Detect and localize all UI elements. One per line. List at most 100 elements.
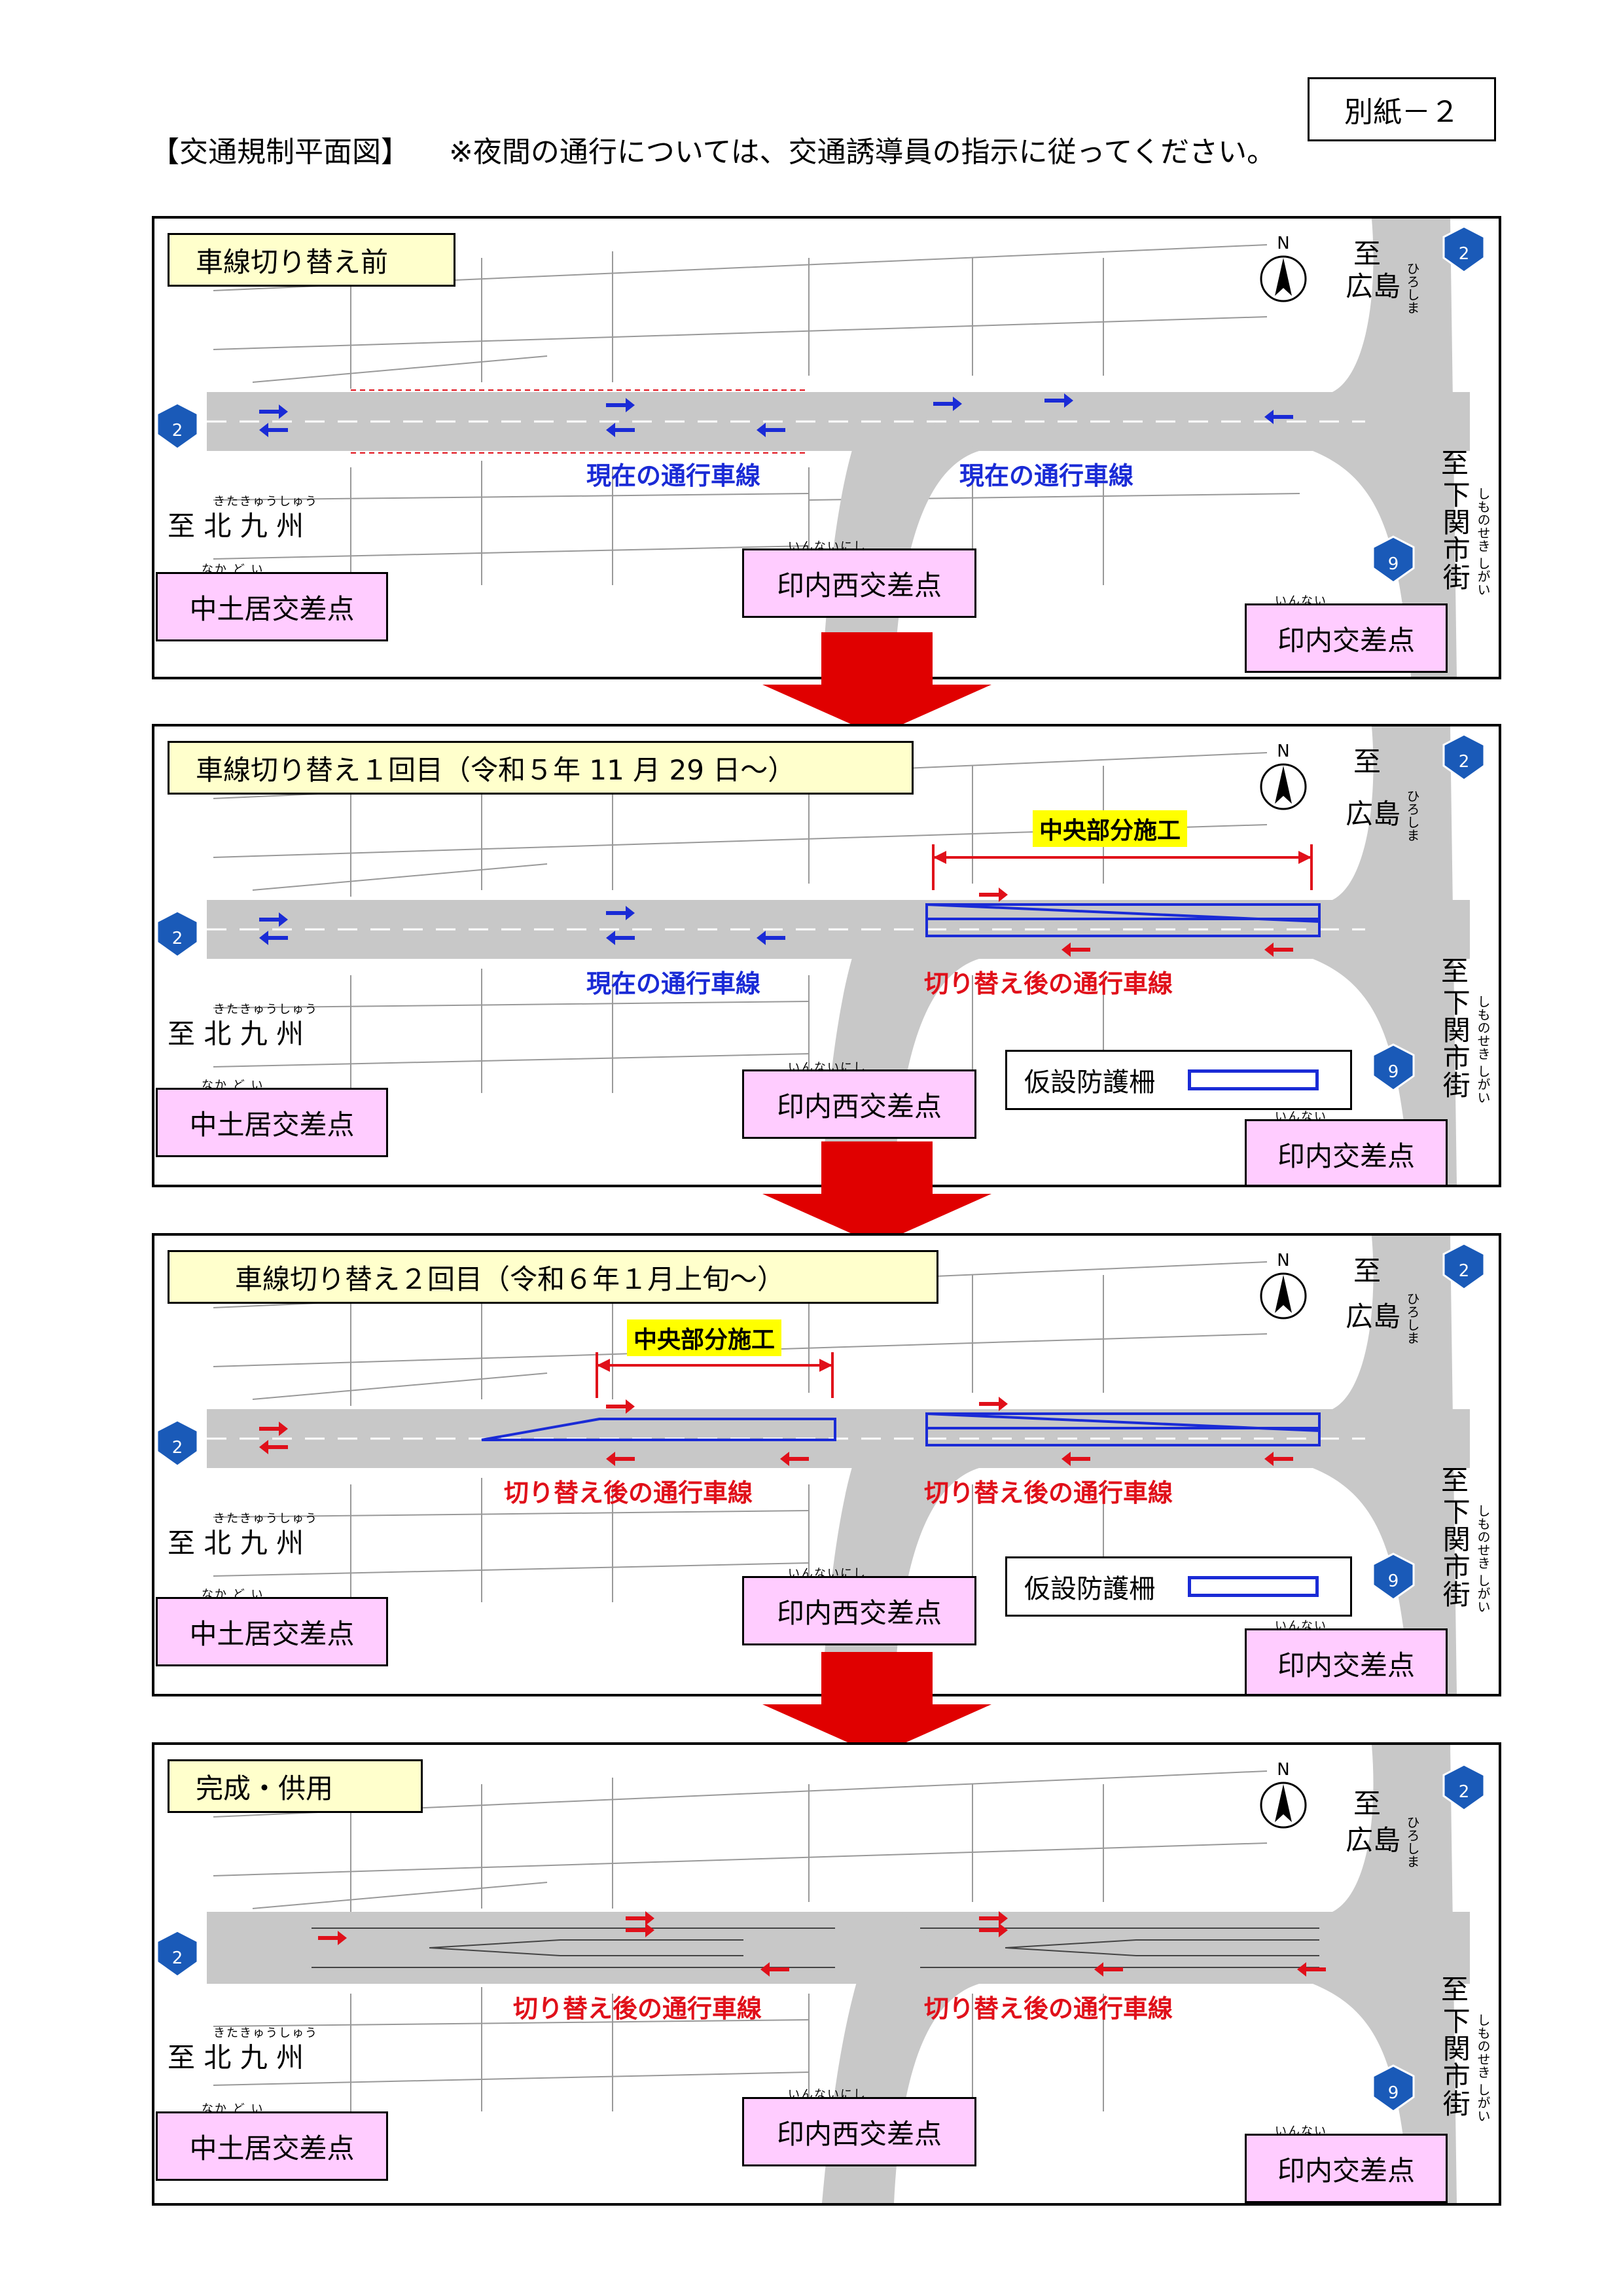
dest-shimonoseki: 下関市街 bbox=[1438, 480, 1471, 590]
route-2-shield-icon: 2 bbox=[156, 1419, 199, 1467]
crossing-innainishi: 印内西交差点 bbox=[742, 1069, 976, 1139]
kitakyushu-ruby: きたきゅうしゅう bbox=[213, 2026, 318, 2040]
lane-label-after: 切り替え後の通行車線 bbox=[924, 969, 1173, 998]
svg-text:2: 2 bbox=[1459, 1782, 1470, 1802]
svg-text:2: 2 bbox=[172, 421, 183, 440]
dest-shimonoseki: 下関市街 bbox=[1438, 988, 1471, 1098]
dest-to-hiroshima: 至 bbox=[1353, 1255, 1382, 1287]
panel-before-switch: 車線切り替え前 現在の通行車線 現在の通行車線 きたきゅうしゅう 至 北 九 州… bbox=[152, 216, 1501, 679]
dest-kitakyushu: 至 北 九 州 bbox=[168, 2036, 304, 2075]
shimonoseki-ruby: しものせき しがい bbox=[1475, 487, 1491, 596]
kitakyushu-ruby: きたきゅうしゅう bbox=[213, 1003, 318, 1016]
shimonoseki-ruby: しものせき しがい bbox=[1475, 995, 1491, 1104]
route-9-shield-icon: 9 bbox=[1372, 2064, 1415, 2113]
lane-label-after-right: 切り替え後の通行車線 bbox=[924, 1479, 1173, 1507]
dest-kitakyushu-label: 北 九 州 bbox=[204, 1527, 304, 1559]
route-2-shield-icon: 2 bbox=[1442, 1763, 1486, 1812]
road-map bbox=[207, 219, 1470, 677]
road-map bbox=[207, 1745, 1470, 2203]
svg-text:9: 9 bbox=[1388, 1062, 1399, 1082]
crossing-nakadoi: 中土居交差点 bbox=[156, 572, 388, 641]
crossing-nakadoi: 中土居交差点 bbox=[156, 2111, 388, 2181]
transition-arrow-icon bbox=[762, 632, 991, 736]
dest-to-shimonoseki: 至 bbox=[1441, 1973, 1469, 2005]
dest-kitakyushu: 至 北 九 州 bbox=[168, 1521, 304, 1561]
stage-label-switch-1: 車線切り替え１回目（令和５年 11 月 29 日～） bbox=[168, 741, 914, 795]
dest-kitakyushu: 至 北 九 州 bbox=[168, 1012, 304, 1052]
hiroshima-ruby: ひろしま bbox=[1404, 1292, 1420, 1344]
dest-to-shimonoseki: 至 bbox=[1441, 955, 1469, 987]
dest-shimonoseki: 下関市街 bbox=[1438, 1498, 1471, 1607]
dest-to-shimonoseki: 至 bbox=[1441, 447, 1469, 479]
dest-to-hiroshima: 至 bbox=[1353, 238, 1382, 270]
center-work-label: 中央部分施工 bbox=[627, 1319, 782, 1356]
svg-text:9: 9 bbox=[1388, 1571, 1399, 1591]
transition-arrow-icon bbox=[762, 1652, 991, 1755]
svg-text:9: 9 bbox=[1388, 554, 1399, 574]
crossing-nakadoi: 中土居交差点 bbox=[156, 1088, 388, 1157]
route-2-shield-icon: 2 bbox=[156, 1929, 199, 1978]
crossing-innainishi: 印内西交差点 bbox=[742, 2097, 976, 2166]
appendix-label: 別紙－２ bbox=[1308, 77, 1496, 141]
dest-to: 至 bbox=[168, 1018, 196, 1050]
dest-kitakyushu-label: 北 九 州 bbox=[204, 510, 304, 542]
transition-arrow-icon bbox=[762, 1141, 991, 1245]
route-2-shield-icon: 2 bbox=[1442, 733, 1486, 781]
crossing-innai: 印内交差点 bbox=[1245, 1119, 1448, 1185]
north-arrow-icon: N bbox=[1260, 234, 1307, 302]
fence-swatch bbox=[1188, 1576, 1319, 1597]
panel-switch-2: 車線切り替え２回目（令和６年１月上旬～） 中央部分施工 切り替え後の通行車線 切… bbox=[152, 1233, 1501, 1696]
stage-label-completion: 完成・供用 bbox=[168, 1759, 423, 1813]
page-title: 【交通規制平面図】※夜間の通行については、交通誘導員の指示に従ってください。 bbox=[151, 128, 1275, 170]
dest-kitakyushu-label: 北 九 州 bbox=[204, 2041, 304, 2073]
crossing-innai: 印内交差点 bbox=[1245, 1628, 1448, 1694]
north-arrow-icon: N bbox=[1260, 742, 1307, 810]
dest-hiroshima: 広島 bbox=[1346, 798, 1401, 830]
night-note: ※夜間の通行については、交通誘導員の指示に従ってください。 bbox=[449, 135, 1276, 169]
route-2-shield-icon: 2 bbox=[156, 402, 199, 450]
north-arrow-icon: N bbox=[1260, 1251, 1307, 1319]
stage-label-before: 車線切り替え前 bbox=[168, 233, 455, 287]
panel-switch-1: 車線切り替え１回目（令和５年 11 月 29 日～） 中央部分施工 現在の通行車… bbox=[152, 724, 1501, 1187]
route-9-shield-icon: 9 bbox=[1372, 535, 1415, 584]
kitakyushu-ruby: きたきゅうしゅう bbox=[213, 495, 318, 509]
crossing-nakadoi: 中土居交差点 bbox=[156, 1597, 388, 1666]
svg-text:2: 2 bbox=[1459, 244, 1470, 264]
crossing-innainishi: 印内西交差点 bbox=[742, 1576, 976, 1645]
road-map bbox=[207, 726, 1470, 1185]
lane-label-current-left: 現在の通行車線 bbox=[586, 461, 761, 490]
svg-text:2: 2 bbox=[172, 1948, 183, 1968]
crossing-innainishi: 印内西交差点 bbox=[742, 548, 976, 618]
road-map bbox=[207, 1236, 1470, 1694]
hiroshima-ruby: ひろしま bbox=[1404, 789, 1420, 842]
north-arrow-icon: N bbox=[1260, 1760, 1307, 1829]
legend-fence-label: 仮設防護柵 bbox=[1024, 1067, 1155, 1098]
route-9-shield-icon: 9 bbox=[1372, 1552, 1415, 1601]
svg-text:2: 2 bbox=[1459, 752, 1470, 772]
svg-text:2: 2 bbox=[172, 1438, 183, 1458]
lane-label-current: 現在の通行車線 bbox=[586, 969, 761, 998]
dest-to: 至 bbox=[168, 510, 196, 542]
dest-kitakyushu: 至 北 九 州 bbox=[168, 504, 304, 544]
dest-to-hiroshima: 至 bbox=[1353, 745, 1382, 778]
center-work-label: 中央部分施工 bbox=[1033, 810, 1188, 847]
crossing-innai: 印内交差点 bbox=[1245, 603, 1448, 673]
route-9-shield-icon: 9 bbox=[1372, 1043, 1415, 1092]
stage-label-switch-2: 車線切り替え２回目（令和６年１月上旬～） bbox=[168, 1250, 938, 1304]
kitakyushu-ruby: きたきゅうしゅう bbox=[213, 1512, 318, 1526]
route-2-shield-icon: 2 bbox=[156, 910, 199, 958]
route-2-shield-icon: 2 bbox=[1442, 1242, 1486, 1291]
legend-temporary-fence: 仮設防護柵 bbox=[1005, 1556, 1352, 1617]
dest-to-shimonoseki: 至 bbox=[1441, 1464, 1469, 1496]
dest-hiroshima: 広島 bbox=[1346, 1300, 1401, 1333]
shimonoseki-ruby: しものせき しがい bbox=[1475, 2013, 1491, 2123]
dest-kitakyushu-label: 北 九 州 bbox=[204, 1018, 304, 1050]
north-label: N bbox=[1277, 234, 1289, 253]
svg-text:2: 2 bbox=[172, 929, 183, 948]
route-2-shield-icon: 2 bbox=[1442, 225, 1486, 274]
lane-label-after-left: 切り替え後の通行車線 bbox=[504, 1479, 753, 1507]
dest-to-hiroshima: 至 bbox=[1353, 1787, 1382, 1820]
lane-label-after-left: 切り替え後の通行車線 bbox=[513, 1994, 762, 2023]
legend-fence-label: 仮設防護柵 bbox=[1024, 1574, 1155, 1604]
shimonoseki-ruby: しものせき しがい bbox=[1475, 1504, 1491, 1613]
